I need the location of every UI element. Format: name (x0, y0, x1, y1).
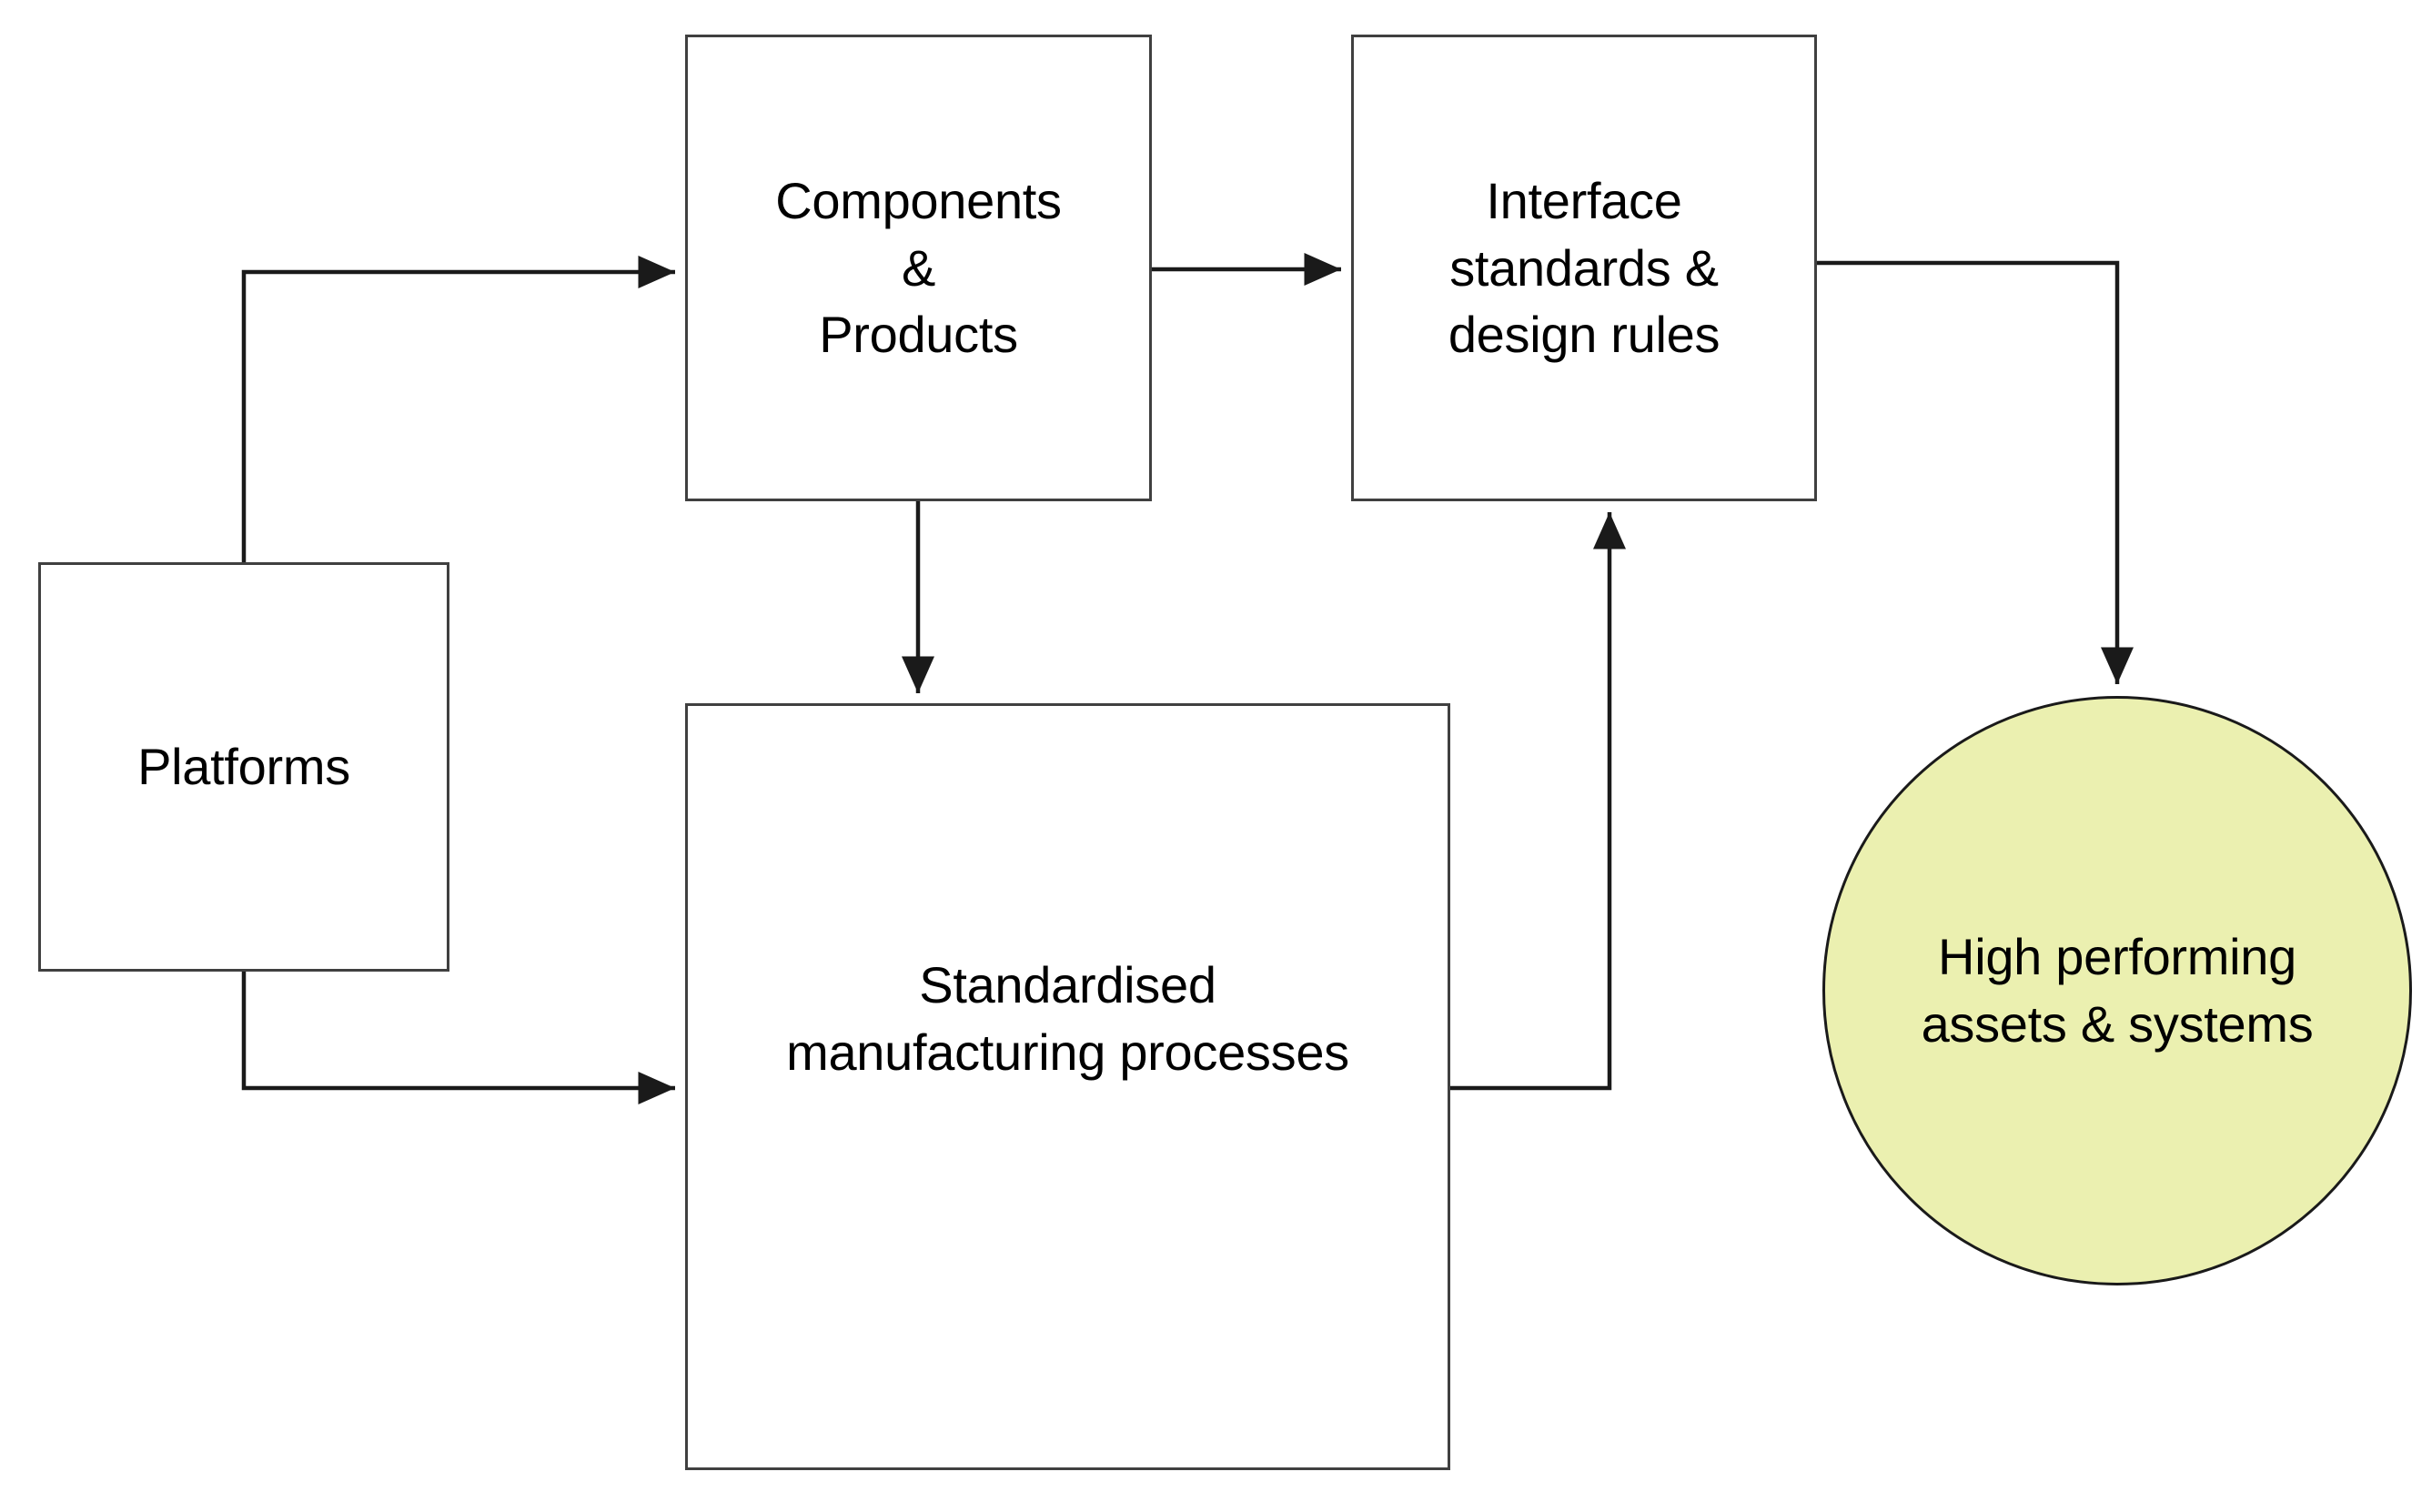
edge-processes-to-interface (1450, 512, 1626, 1091)
node-platforms[interactable]: Platforms (38, 562, 449, 972)
node-components-label: Components & Products (775, 171, 1062, 364)
edge-platforms-to-components (241, 256, 675, 562)
node-processes-label: Standardised manufacturing processes (786, 956, 1349, 1081)
node-components-and-products[interactable]: Components & Products (685, 35, 1152, 501)
node-assets-label: High performing assets & systems (1921, 928, 2314, 1053)
edge-interface-to-assets (1817, 260, 2134, 684)
node-standardised-manufacturing-processes[interactable]: Standardised manufacturing processes (685, 703, 1450, 1470)
node-high-performing-assets-and-systems[interactable]: High performing assets & systems (1822, 696, 2412, 1285)
edge-platforms-to-processes (241, 972, 675, 1104)
node-platforms-label: Platforms (137, 738, 350, 796)
node-interface-standards-and-design-rules[interactable]: Interface standards & design rules (1351, 35, 1817, 501)
node-interface-label: Interface standards & design rules (1448, 171, 1721, 364)
